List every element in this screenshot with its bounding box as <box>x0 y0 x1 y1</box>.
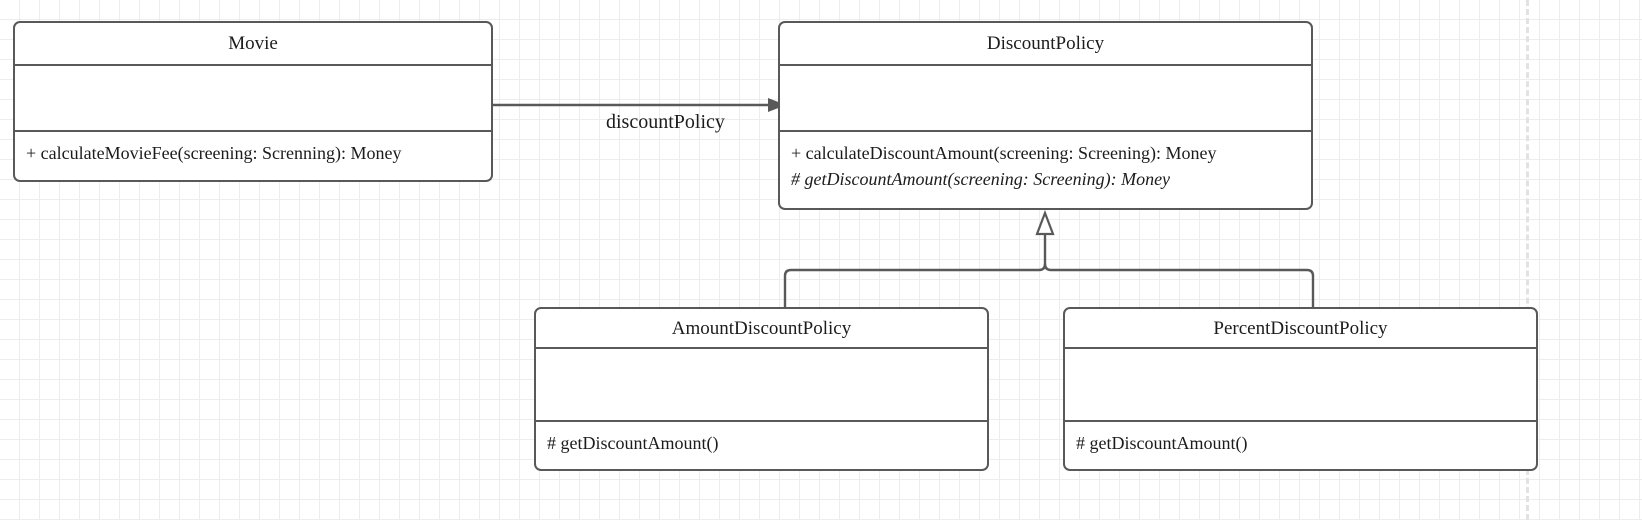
class-attributes-discountpolicy <box>780 64 1311 130</box>
class-operation-abstract: # getDiscountAmount(screening: Screening… <box>791 168 1171 189</box>
class-operation: + calculateDiscountAmount(screening: Scr… <box>791 143 1217 163</box>
uml-class-percentdiscountpolicy[interactable]: PercentDiscountPolicy # getDiscountAmoun… <box>1063 307 1538 471</box>
class-operations-movie: + calculateMovieFee(screening: Screnning… <box>15 130 491 180</box>
class-name-discountpolicy: DiscountPolicy <box>986 33 1105 54</box>
class-operation: # getDiscountAmount() <box>547 433 719 453</box>
class-attributes-movie <box>15 64 491 130</box>
class-operation: + calculateMovieFee(screening: Screnning… <box>26 143 402 163</box>
association-movie-discountpolicy[interactable] <box>493 98 786 112</box>
class-operations-amountdiscountpolicy: # getDiscountAmount() <box>536 420 987 469</box>
generalization-tree[interactable] <box>783 209 1315 307</box>
uml-class-discountpolicy[interactable]: DiscountPolicy + calculateDiscountAmount… <box>778 21 1313 210</box>
uml-class-amountdiscountpolicy[interactable]: AmountDiscountPolicy # getDiscountAmount… <box>534 307 989 471</box>
class-name-movie: Movie <box>228 33 278 54</box>
class-operations-discountpolicy: + calculateDiscountAmount(screening: Scr… <box>780 130 1311 208</box>
page-break-guide <box>1526 0 1529 520</box>
class-attributes-percentdiscountpolicy <box>1065 347 1536 420</box>
class-attributes-amountdiscountpolicy <box>536 347 987 420</box>
class-name-amountdiscountpolicy: AmountDiscountPolicy <box>671 317 852 339</box>
class-name-percentdiscountpolicy: PercentDiscountPolicy <box>1213 317 1388 339</box>
class-operation: # getDiscountAmount() <box>1076 433 1248 453</box>
association-label-discountpolicy: discountPolicy <box>606 111 725 133</box>
uml-class-movie[interactable]: Movie + calculateMovieFee(screening: Scr… <box>13 21 493 182</box>
class-operations-percentdiscountpolicy: # getDiscountAmount() <box>1065 420 1536 469</box>
inheritance-triangle-icon <box>1035 209 1055 236</box>
